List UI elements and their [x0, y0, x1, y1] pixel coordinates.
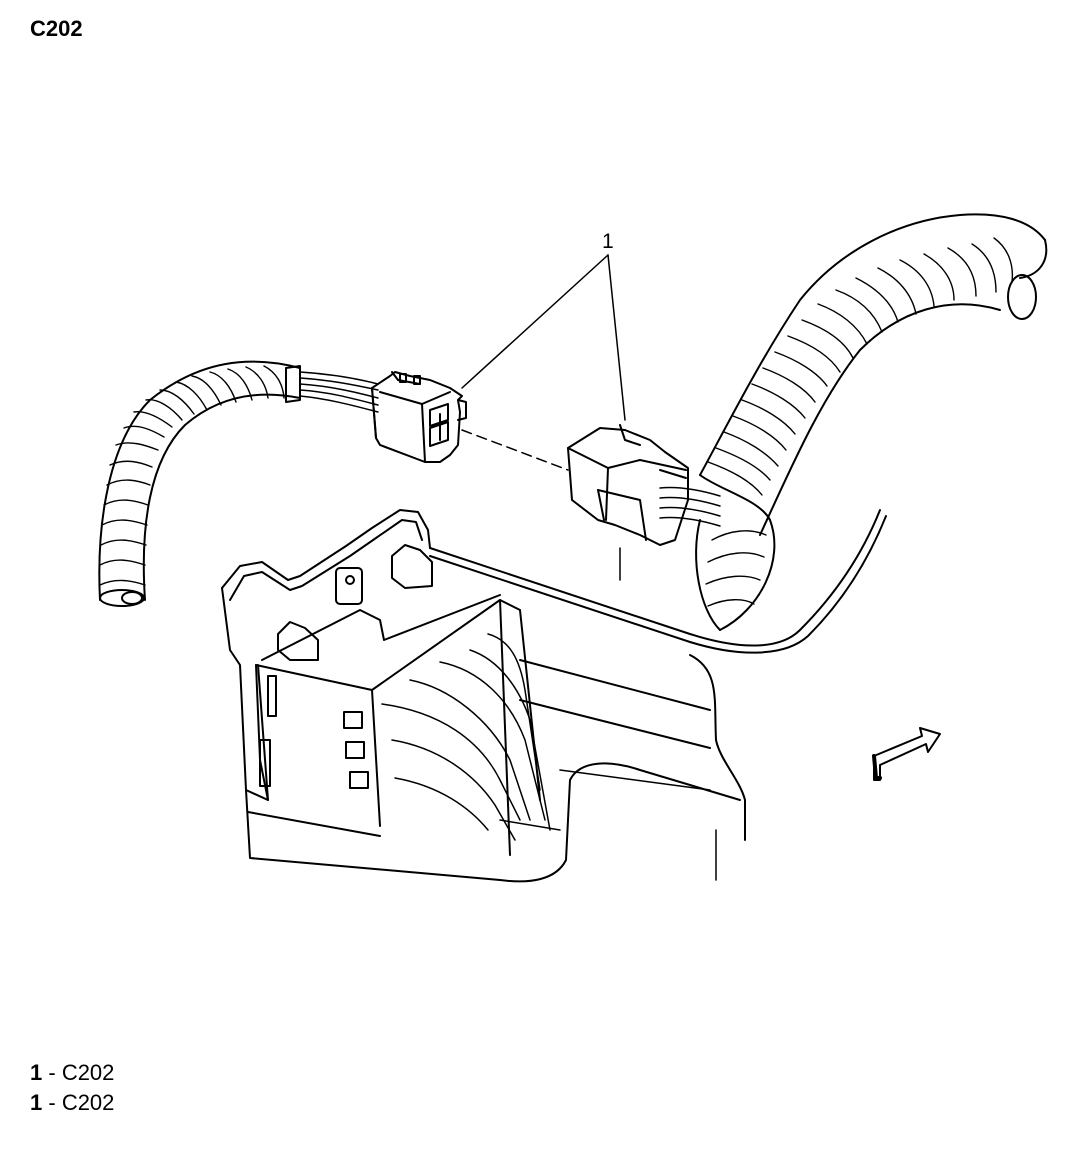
legend-item-separator: - [42, 1090, 62, 1115]
callout-number: 1 [602, 230, 614, 253]
legend: 1 - C202 1 - C202 [30, 1058, 114, 1118]
legend-item-text: C202 [61, 1060, 115, 1085]
legend-item-separator: - [42, 1060, 62, 1085]
dash-panel [429, 509, 887, 881]
legend-item-number: 1 [30, 1060, 43, 1085]
right-connector [567, 424, 721, 546]
legend-item-text: C202 [61, 1090, 115, 1115]
legend-item: 1 - C202 [30, 1058, 114, 1088]
legend-item: 1 - C202 [30, 1088, 114, 1118]
left-connector [371, 371, 467, 463]
left-harness [98, 360, 379, 607]
callout-1: 1 [461, 230, 626, 421]
legend-item-number: 1 [30, 1090, 43, 1115]
page-title: C202 [30, 16, 83, 41]
mating-line [461, 429, 569, 471]
right-harness [695, 213, 1048, 631]
junction-block [221, 509, 741, 883]
forward-arrow-icon [872, 727, 941, 781]
